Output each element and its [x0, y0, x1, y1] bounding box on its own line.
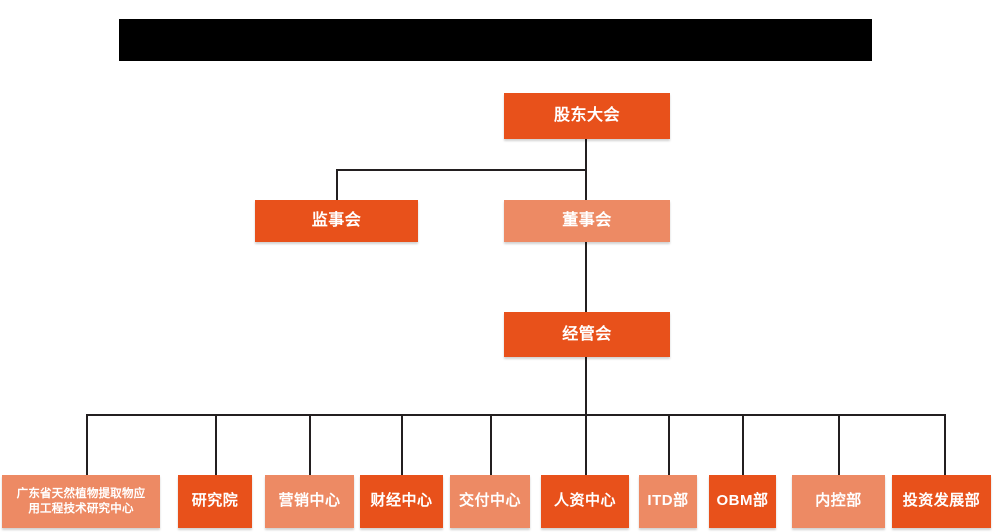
node-internal-control-department[interactable]: 内控部 — [792, 475, 885, 528]
connector-drop-marketing-center — [309, 414, 311, 475]
node-label-engineering-research-center-line2: 用工程技术研究中心 — [28, 502, 134, 515]
node-label-research-institute: 研究院 — [191, 492, 239, 510]
connector-drop-engineering-research-center — [86, 414, 88, 475]
node-hr-center[interactable]: 人资中心 — [541, 475, 629, 528]
node-label-delivery-center: 交付中心 — [458, 492, 521, 510]
connector-drop-finance-center — [401, 414, 403, 475]
redacted-title-bar — [119, 19, 872, 61]
node-label-obm-department: OBM部 — [716, 492, 769, 510]
node-label-board-of-directors: 董事会 — [562, 212, 612, 229]
connector-directors-to-management — [585, 242, 587, 312]
node-engineering-research-center[interactable]: 广东省天然植物提取物应 用工程技术研究中心 — [2, 475, 160, 528]
connector-to-supervisors — [336, 169, 338, 200]
connector-drop-internal-control-department — [838, 414, 840, 475]
node-investment-development-department[interactable]: 投资发展部 — [892, 475, 991, 528]
node-management-committee[interactable]: 经管会 — [504, 312, 670, 357]
node-label-marketing-center: 营销中心 — [278, 492, 341, 510]
node-delivery-center[interactable]: 交付中心 — [450, 475, 530, 528]
node-label-internal-control-department: 内控部 — [815, 492, 862, 510]
node-label-board-of-supervisors: 监事会 — [311, 212, 362, 229]
connector-drop-research-institute — [215, 414, 217, 475]
node-board-of-supervisors[interactable]: 监事会 — [255, 200, 418, 242]
node-research-institute[interactable]: 研究院 — [178, 475, 252, 528]
connector-drop-hr-center — [585, 414, 587, 475]
node-label-engineering-research-center-line1: 广东省天然植物提取物应 — [16, 488, 146, 501]
node-label-management-committee: 经管会 — [562, 325, 612, 343]
node-itd-department[interactable]: ITD部 — [639, 475, 697, 528]
connector-drop-itd-department — [668, 414, 670, 475]
node-label-itd-department: ITD部 — [647, 492, 689, 510]
connector-drop-obm-department — [742, 414, 744, 475]
node-marketing-center[interactable]: 营销中心 — [265, 475, 354, 528]
node-obm-department[interactable]: OBM部 — [709, 475, 776, 528]
node-label-shareholders-meeting: 股东大会 — [553, 107, 620, 124]
connector-level2-bus — [336, 169, 587, 171]
connector-drop-delivery-center — [490, 414, 492, 475]
connector-leaf-bus — [86, 414, 944, 416]
node-label-finance-center: 财经中心 — [370, 492, 433, 510]
node-shareholders-meeting[interactable]: 股东大会 — [504, 93, 670, 139]
node-label-investment-development-department: 投资发展部 — [902, 492, 981, 510]
connector-to-directors — [585, 169, 587, 200]
connector-management-down — [585, 357, 587, 415]
node-board-of-directors[interactable]: 董事会 — [504, 200, 670, 242]
node-label-hr-center: 人资中心 — [553, 492, 616, 510]
connector-shareholders-down — [585, 139, 587, 171]
node-finance-center[interactable]: 财经中心 — [360, 475, 443, 528]
connector-drop-investment-development-department — [944, 414, 946, 475]
